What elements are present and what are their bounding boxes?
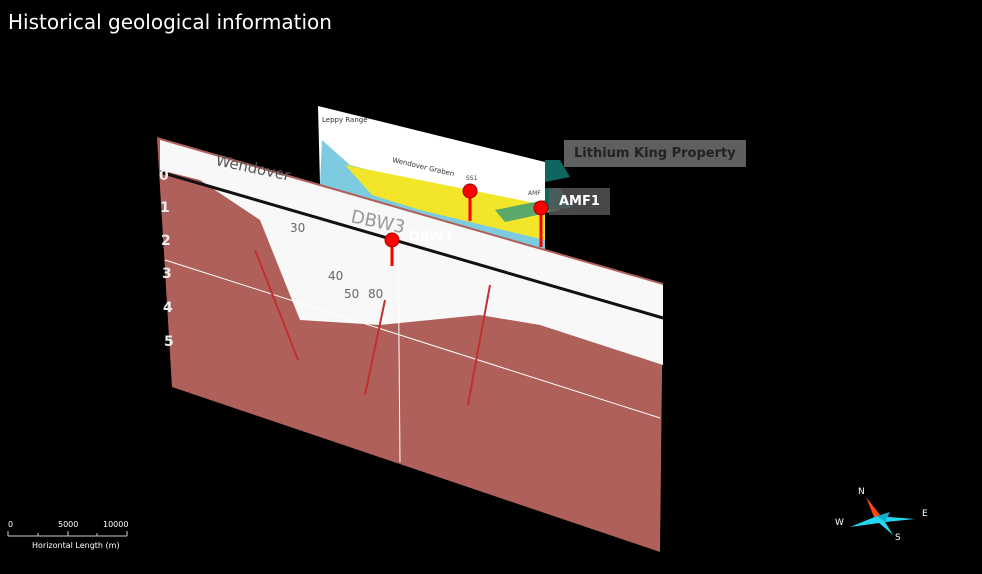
compass-rose-icon — [850, 497, 915, 535]
page-title: Historical geological information — [8, 10, 332, 34]
property-plane — [545, 160, 570, 182]
svg-text:0: 0 — [159, 168, 169, 184]
svg-text:5: 5 — [164, 334, 174, 350]
svg-text:AMF: AMF — [528, 190, 541, 197]
well-dbw3[interactable] — [384, 232, 400, 266]
back-cross-section: Leppy Range Wendover Graben SS1 AMF — [318, 106, 560, 250]
well-ss1[interactable] — [462, 183, 478, 221]
property-label: Lithium King Property — [564, 140, 746, 167]
scale-bar: 0 5000 10000 Horizontal Length (m) — [7, 520, 129, 550]
svg-text:80: 80 — [368, 287, 383, 301]
svg-text:50: 50 — [344, 287, 359, 301]
svg-text:2: 2 — [161, 233, 171, 249]
svg-text:30: 30 — [290, 221, 305, 235]
well-amf1[interactable] — [533, 200, 549, 247]
svg-text:4: 4 — [163, 300, 173, 316]
svg-text:SS1: SS1 — [466, 175, 478, 182]
svg-text:Leppy Range: Leppy Range — [322, 116, 368, 124]
svg-text:3: 3 — [162, 266, 172, 282]
well-label-ss1: SS1 — [486, 173, 514, 188]
compass[interactable]: N E S W — [830, 485, 940, 550]
front-cross-section: 0 1 2 3 4 5 Wendover DBW3 30 40 50 80 — [157, 137, 664, 552]
well-label-dbw3: DBW3 — [409, 230, 453, 245]
svg-text:40: 40 — [328, 269, 343, 283]
well-label-amf1: AMF1 — [549, 188, 610, 215]
svg-text:1: 1 — [160, 200, 170, 216]
